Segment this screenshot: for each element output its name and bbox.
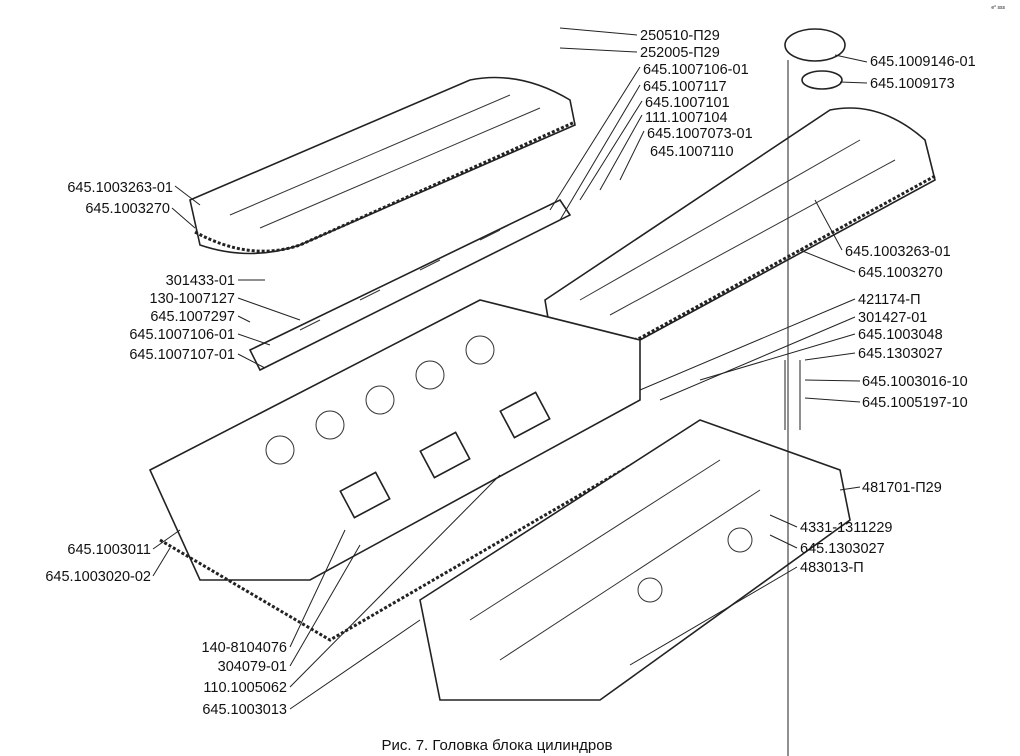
part-label: 250510-П29	[640, 28, 720, 44]
part-label: 645.1007106-01	[643, 62, 749, 78]
part-label: 483013-П	[800, 560, 864, 576]
part-label: 4331-1311229	[800, 520, 892, 536]
part-label: 645.1005197-10	[862, 395, 968, 411]
part-label: 645.1003263-01	[845, 244, 951, 260]
part-label: 645.1007073-01	[647, 126, 753, 142]
part-label: 645.1007101	[645, 95, 730, 111]
part-label: 645.1007110	[650, 144, 734, 160]
part-label: 645.1003013	[202, 702, 287, 718]
part-label: 645.1007107-01	[129, 347, 235, 363]
part-label: 645.1007106-01	[129, 327, 235, 343]
part-label: 645.1009146-01	[870, 54, 976, 70]
part-label: 645.1303027	[858, 346, 943, 362]
part-label: 110.1005062	[203, 680, 287, 696]
part-label: 301427-01	[858, 310, 927, 326]
part-label: 645.1009173	[870, 76, 955, 92]
part-label: 645.1003263-01	[67, 180, 173, 196]
part-label: 111.1007104	[645, 110, 728, 126]
part-label: 645.1003270	[85, 201, 170, 217]
part-label: 645.1003011	[67, 542, 151, 558]
leader-lines	[152, 27, 868, 756]
corner-mark: e° sss	[991, 5, 1005, 11]
part-label: 645.1007297	[150, 309, 235, 325]
right-cylinder-head	[419, 360, 851, 701]
part-label: 304079-01	[218, 659, 287, 675]
part-label: 421174-П	[858, 292, 921, 308]
part-label: 645.1003048	[858, 327, 943, 343]
part-label: 140-8104076	[202, 640, 287, 656]
part-label: 645.1003020-02	[45, 569, 151, 585]
part-label: 481701-П29	[862, 480, 942, 496]
left-valve-cover	[189, 76, 576, 255]
left-cylinder-head	[148, 299, 641, 642]
part-label: 130-1007127	[150, 291, 235, 307]
part-label: 301433-01	[166, 273, 235, 289]
part-label: 252005-П29	[640, 45, 720, 61]
part-label: 645.1007117	[643, 79, 727, 95]
part-label: 645.1303027	[800, 541, 885, 557]
part-label: 645.1003016-10	[862, 374, 968, 390]
figure-caption: Рис. 7. Головка блока цилиндров	[381, 737, 612, 754]
oil-filler-cap	[784, 28, 846, 90]
part-label: 645.1003270	[858, 265, 943, 281]
